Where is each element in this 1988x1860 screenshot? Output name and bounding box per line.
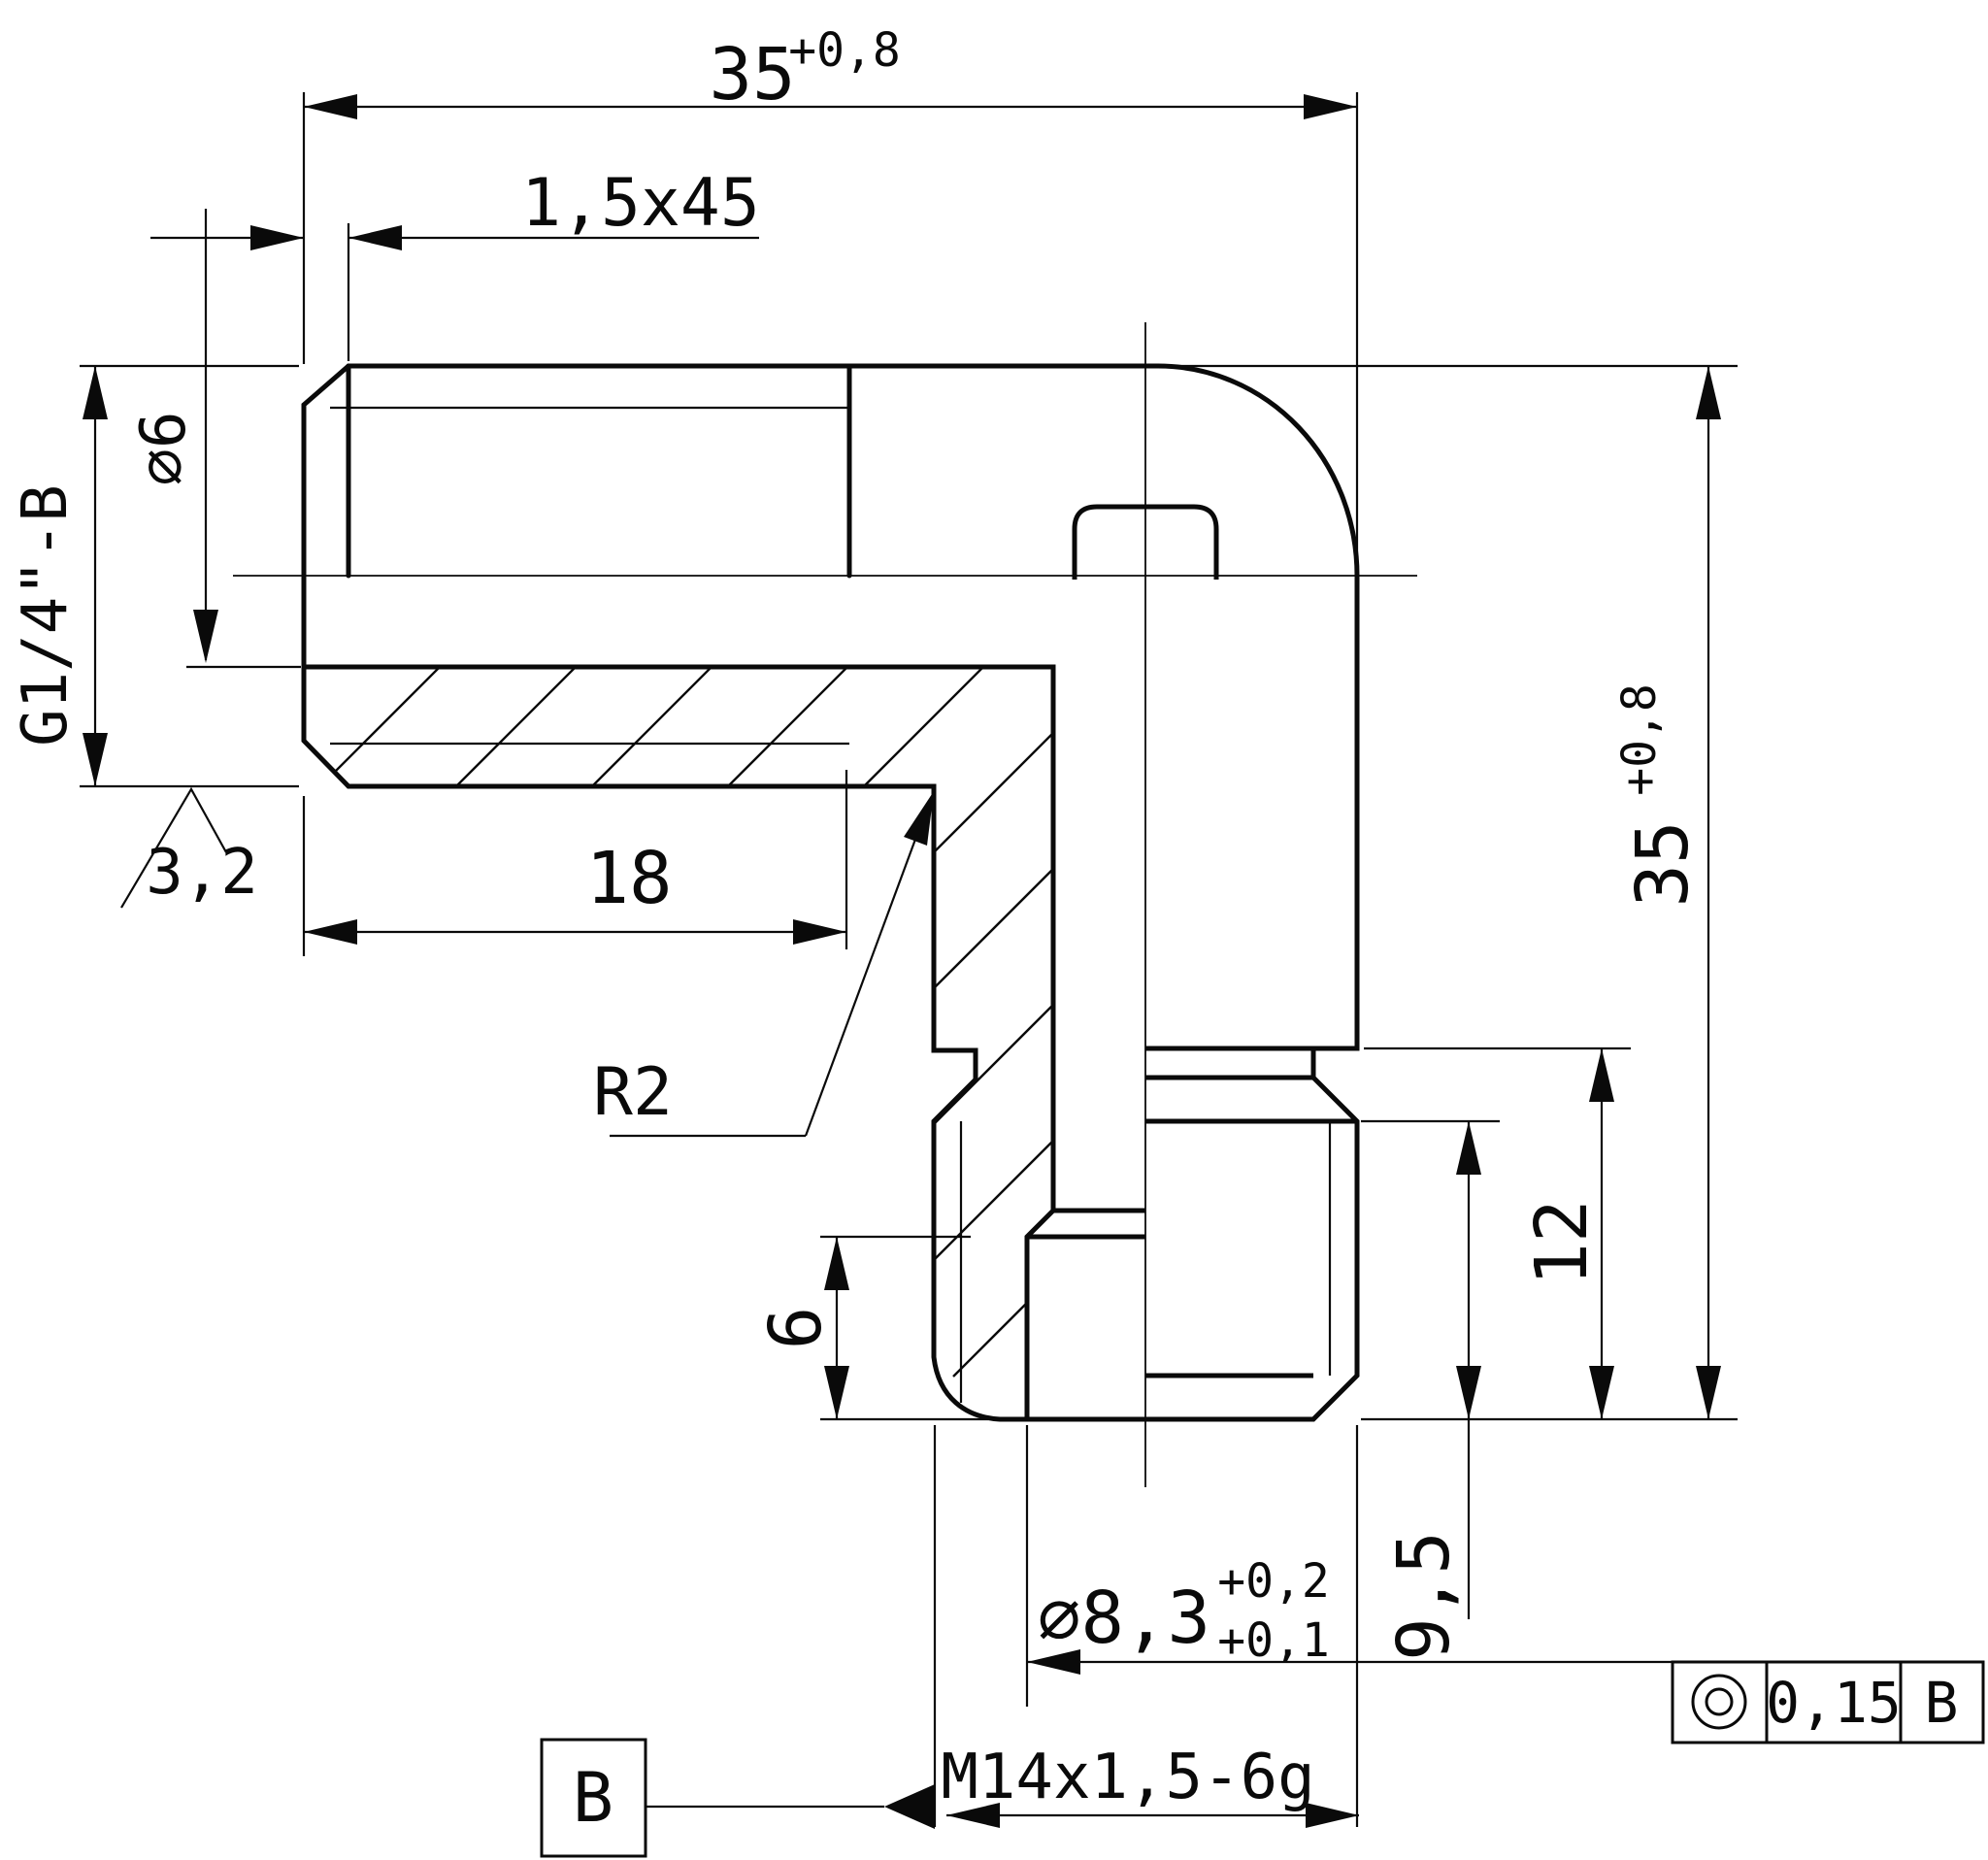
dim-thread-m: M14x1,5-6g bbox=[933, 1425, 1359, 1828]
dim-thread-length-g-text: 18 bbox=[585, 837, 672, 920]
roughness-icon bbox=[120, 786, 227, 909]
cross-bore-slot bbox=[1072, 504, 1219, 580]
dim-overall-length-text: 35 bbox=[709, 33, 795, 116]
concentricity-outer-circle bbox=[1691, 1674, 1747, 1730]
dim-fillet-radius: R2 bbox=[593, 791, 934, 1138]
arrowhead bbox=[904, 791, 934, 846]
dim-thread-length-m-text: 12 bbox=[1520, 1199, 1604, 1285]
dim-thread-g-text: G1/4"-B bbox=[10, 484, 82, 747]
surface-roughness: 3,2 bbox=[120, 786, 258, 909]
fcf-outline bbox=[1671, 1660, 1985, 1744]
dim-end-chamfer-text: 1,5x45 bbox=[521, 165, 760, 242]
arrowhead bbox=[1696, 366, 1721, 419]
dim-overall-length-tolerance: +0,8 bbox=[788, 23, 901, 78]
dim-counterbore: ∅8,3 +0,2 +0,1 bbox=[1025, 1425, 1673, 1827]
bore-section-edges bbox=[304, 664, 1056, 1419]
arrowhead bbox=[304, 919, 357, 945]
dim-end-chamfer: 1,5x45 bbox=[150, 165, 760, 361]
arrowhead bbox=[83, 733, 108, 786]
thread-root-lines bbox=[330, 406, 1332, 1403]
arrowhead bbox=[1456, 1121, 1481, 1175]
fcf-datum-ref: B bbox=[1925, 1670, 1959, 1736]
dim-overall-length: 35 +0,8 bbox=[302, 23, 1359, 568]
arrowhead bbox=[348, 225, 402, 250]
part-outline bbox=[301, 363, 1360, 1422]
arrowhead bbox=[1589, 1048, 1614, 1102]
arrowhead bbox=[250, 225, 304, 250]
dim-bore-diameter: ∅6 bbox=[128, 209, 301, 669]
dim-full-thread-length-text: 9,5 bbox=[1382, 1531, 1466, 1661]
concentricity-inner-circle bbox=[1705, 1687, 1734, 1716]
arrowhead bbox=[1304, 94, 1357, 119]
arrowhead bbox=[824, 1366, 849, 1419]
datum-label: B bbox=[573, 1758, 613, 1838]
leader-line bbox=[804, 799, 932, 1137]
arrowhead bbox=[946, 1803, 1000, 1828]
dim-counterbore-depth: 6 bbox=[754, 1235, 988, 1421]
arrowhead bbox=[1306, 1803, 1359, 1828]
concentricity-icon bbox=[1691, 1674, 1747, 1730]
dim-counterbore-tol-lower: +0,1 bbox=[1217, 1613, 1330, 1668]
datum-feature-symbol: B bbox=[540, 1738, 935, 1858]
arrowhead bbox=[193, 610, 218, 663]
hatch-lines bbox=[304, 667, 1053, 1418]
arrowhead bbox=[1696, 1366, 1721, 1419]
dim-fillet-radius-text: R2 bbox=[593, 1054, 673, 1131]
dim-bore-diameter-text: ∅6 bbox=[128, 411, 200, 485]
datum-triangle-icon bbox=[884, 1784, 935, 1829]
section-hatching bbox=[304, 667, 1053, 1418]
arrowhead bbox=[304, 94, 357, 119]
dim-thread-length-g: 18 bbox=[302, 770, 848, 956]
centerlines bbox=[233, 322, 1417, 1487]
arrowhead bbox=[824, 1237, 849, 1290]
fcf-tolerance-value: 0,15 bbox=[1766, 1670, 1902, 1736]
arrowhead bbox=[1027, 1649, 1080, 1675]
dim-overall-height: 35 +0,8 bbox=[1165, 364, 1738, 1421]
dim-counterbore-tol-upper: +0,2 bbox=[1217, 1554, 1330, 1609]
datum-box bbox=[540, 1738, 647, 1858]
dim-full-thread-length: 9,5 bbox=[1361, 1119, 1500, 1661]
body-profile bbox=[301, 363, 1360, 1422]
dim-counterbore-text: ∅8,3 bbox=[1038, 1577, 1210, 1660]
arrowhead bbox=[793, 919, 846, 945]
arrowhead bbox=[83, 366, 108, 419]
feature-control-frame: 0,15 B bbox=[1671, 1660, 1985, 1744]
dim-thread-length-m: 12 bbox=[1364, 1046, 1631, 1419]
dim-overall-height-tolerance: +0,8 bbox=[1612, 683, 1667, 796]
dim-counterbore-depth-text: 6 bbox=[754, 1307, 838, 1350]
dim-thread-g: G1/4"-B bbox=[10, 364, 299, 788]
arrowhead bbox=[1589, 1366, 1614, 1419]
surface-roughness-text: 3,2 bbox=[146, 837, 258, 909]
arrowhead bbox=[1456, 1366, 1481, 1419]
dim-thread-m-text: M14x1,5-6g bbox=[941, 1742, 1314, 1813]
dim-overall-height-text: 35 bbox=[1621, 820, 1705, 907]
